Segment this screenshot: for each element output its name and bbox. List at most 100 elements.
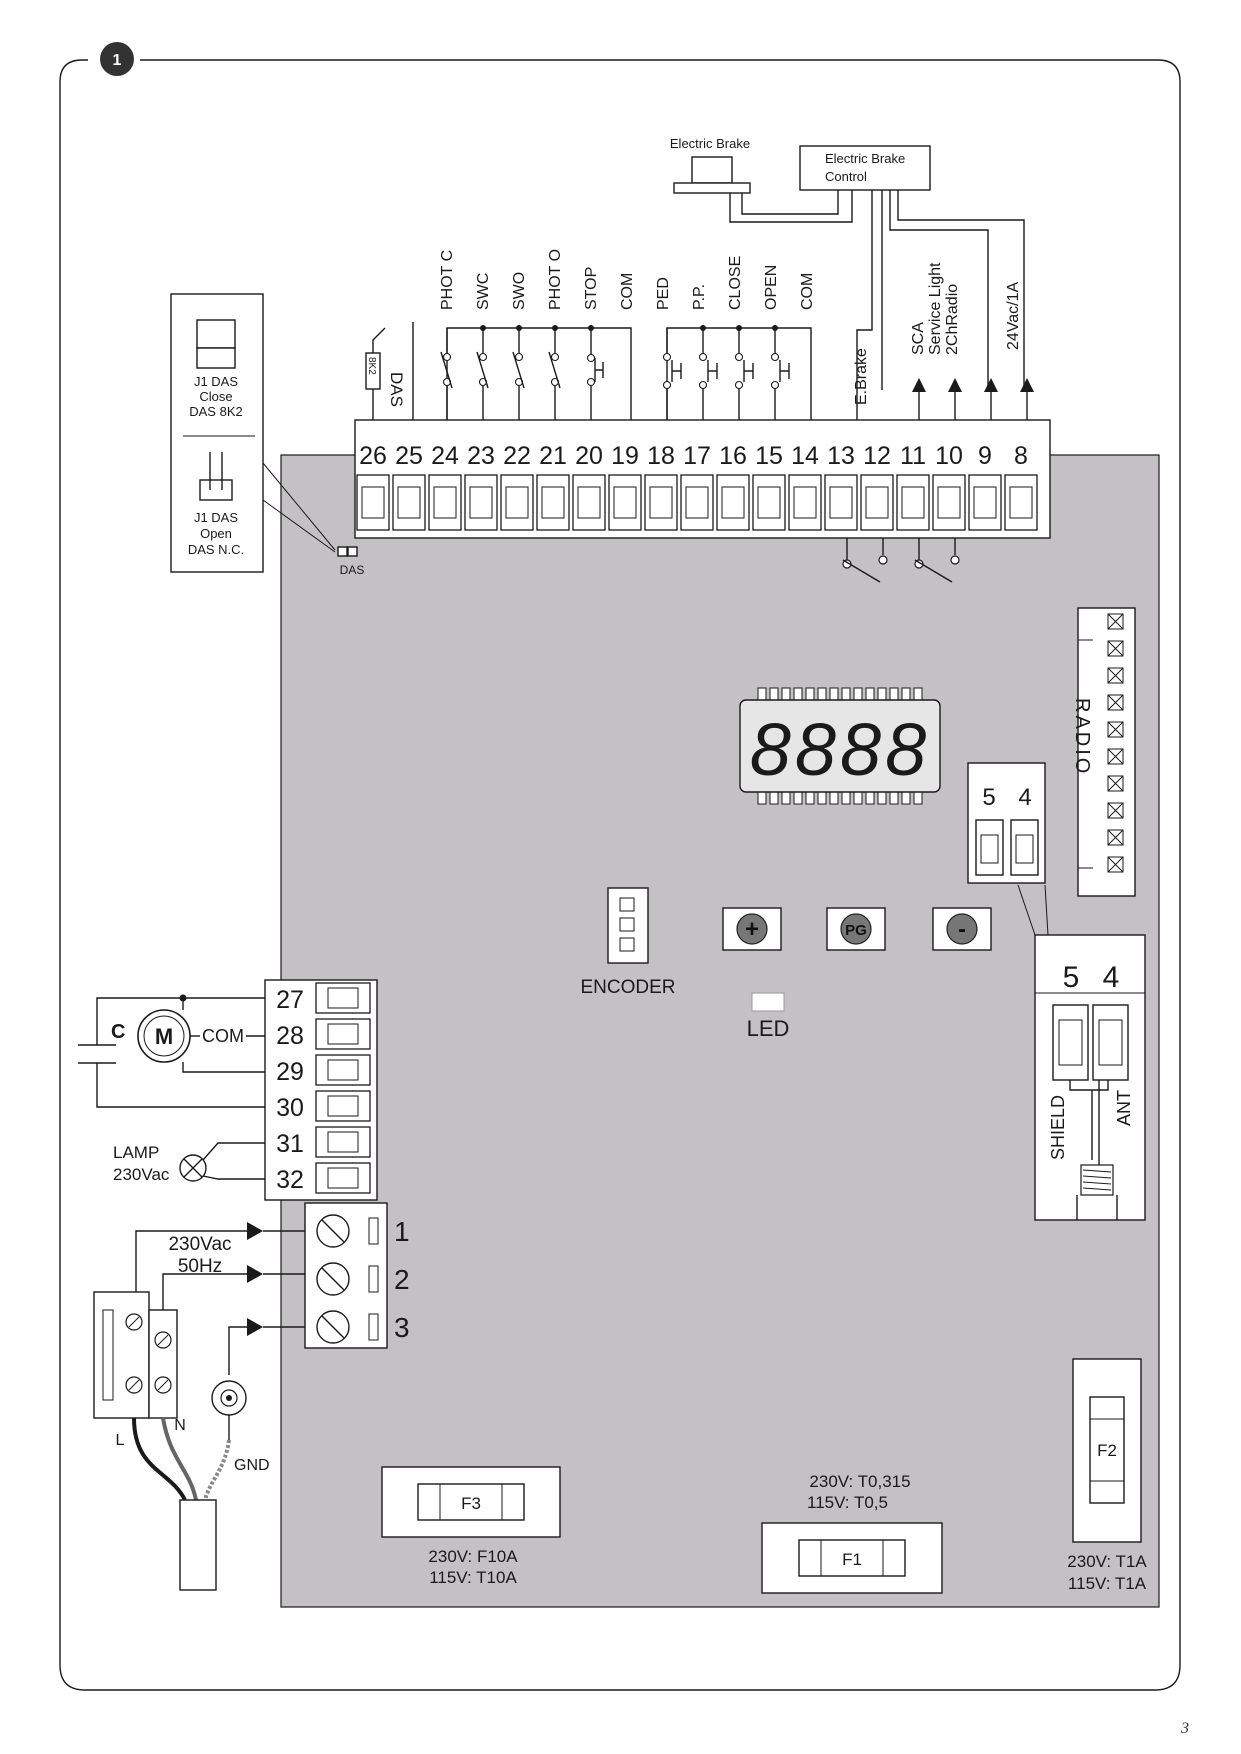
label-24vac: 24Vac/1A — [1005, 281, 1022, 350]
display-pin — [889, 791, 899, 805]
radio-pin-cross — [1107, 721, 1124, 738]
radio-pin-group — [1078, 613, 1124, 873]
antenna-pin-4-small: 4 — [1018, 784, 1031, 811]
motor-terminal-number: 31 — [276, 1130, 304, 1158]
display-pin — [901, 791, 911, 805]
label-swo: SWO — [511, 272, 528, 310]
motor-terminal-slot[interactable] — [315, 1090, 371, 1122]
top-terminal-number: 12 — [863, 442, 891, 470]
fuse-f3[interactable]: F3 — [381, 1466, 561, 1538]
jumper-callout: J1 DAS Close DAS 8K2 J1 DAS Open DAS N.C… — [170, 293, 264, 573]
motor-terminal-screw — [327, 1023, 359, 1045]
radio-pin-cross — [1107, 829, 1124, 846]
radio-connector[interactable]: RADIO — [1071, 607, 1136, 897]
fuse-f2-label: F2 — [1097, 1441, 1117, 1460]
mains-n-label: N — [174, 1417, 186, 1434]
jumper-open-line2: Open — [200, 526, 232, 541]
motor-terminal-screw — [327, 1131, 359, 1153]
display-pin — [769, 687, 779, 701]
motor-terminal-slot[interactable] — [315, 982, 371, 1014]
top-terminal-screw — [505, 486, 529, 519]
top-terminal-number: 17 — [683, 442, 711, 470]
label-com-1: COM — [619, 273, 636, 310]
pg-button[interactable]: PG — [826, 907, 886, 951]
display-pin — [829, 687, 839, 701]
power-terminal-number: 3 — [394, 1312, 410, 1343]
fuse-f3-label: F3 — [461, 1494, 481, 1513]
contact-terminal — [586, 353, 596, 363]
power-terminal-pin — [368, 1313, 379, 1341]
label-swc: SWC — [475, 273, 492, 310]
screw-slot — [321, 1267, 345, 1291]
top-terminal-screw — [721, 486, 745, 519]
top-terminal-number: 14 — [791, 442, 819, 470]
display-pin — [865, 687, 875, 701]
label-phot-c: PHOT C — [439, 250, 456, 310]
top-terminal-number: 10 — [935, 442, 963, 470]
power-terminal-pin — [368, 1217, 379, 1245]
display-pin — [853, 687, 863, 701]
digital-display: 8888 — [739, 687, 941, 805]
pg-button-label: PG — [845, 922, 867, 939]
antenna-connector-small[interactable]: 5 4 — [967, 762, 1046, 884]
das-resistor-label: 8K2 — [366, 357, 377, 375]
label-sca: SCA — [910, 322, 927, 355]
motor-terminal-screw — [327, 987, 359, 1009]
minus-button[interactable]: - — [932, 907, 992, 951]
antenna-pin-5-big: 5 — [1063, 961, 1080, 994]
radio-label: RADIO — [1071, 698, 1093, 776]
top-terminal-screw — [865, 486, 889, 519]
contact-terminal — [734, 352, 744, 362]
top-terminal-number: 13 — [827, 442, 855, 470]
nc-contact-blade — [512, 351, 525, 389]
electric-brake-label: Electric Brake — [670, 136, 750, 151]
label-stop: STOP — [583, 267, 600, 310]
screw-slot — [321, 1315, 345, 1339]
capacitor-label: C — [111, 1021, 125, 1043]
radio-pin-cross — [1107, 667, 1124, 684]
contact-terminal — [770, 352, 780, 362]
figure-frame — [60, 60, 88, 1690]
antenna-pin-5-small: 5 — [982, 784, 995, 811]
power-terminal-pin — [368, 1265, 379, 1293]
electric-brake-control-box: Electric Brake Control — [799, 145, 931, 191]
top-terminal-screw — [829, 486, 853, 519]
display-pin — [829, 791, 839, 805]
label-phot-o: PHOT O — [547, 249, 564, 310]
top-terminal-screw — [757, 486, 781, 519]
jumper-close-line2: Close — [199, 389, 232, 404]
electric-brake-control-label-1: Electric Brake — [825, 151, 905, 166]
top-terminal-number: 24 — [431, 442, 459, 470]
electric-brake-device: Electric Brake — [670, 136, 751, 194]
display-pin — [817, 687, 827, 701]
led-label: LED — [747, 1016, 790, 1041]
fuse-f3-rating-2: 115V: T10A — [429, 1568, 517, 1587]
top-terminal-number: 9 — [978, 442, 992, 470]
label-open: OPEN — [763, 265, 780, 310]
power-voltage-label: 230Vac — [168, 1234, 231, 1255]
display-pin — [841, 687, 851, 701]
plus-button[interactable]: + — [722, 907, 782, 951]
lamp-label-2: 230Vac — [113, 1165, 170, 1184]
power-terminal-block: 123 — [304, 1202, 410, 1349]
top-terminal-screw — [433, 486, 457, 519]
fuse-f2[interactable]: F2 — [1072, 1358, 1142, 1543]
top-terminal-screw — [973, 486, 997, 519]
mains-cable-sheath — [179, 1499, 217, 1591]
display-pin — [817, 791, 827, 805]
display-pin — [805, 687, 815, 701]
nc-contact-blade — [440, 351, 453, 389]
top-terminal-screw — [361, 486, 385, 519]
display-pin — [757, 791, 767, 805]
radio-pin-cross — [1107, 802, 1124, 819]
contact-terminal — [662, 380, 672, 390]
fuse-f1[interactable]: F1 — [761, 1522, 943, 1594]
display-pin — [781, 791, 791, 805]
antenna-callout: 5 4 SHIELD ANT — [1034, 934, 1146, 1221]
encoder-connector[interactable]: ENCODER — [580, 887, 676, 998]
figure-frame-border — [59, 59, 1181, 1691]
no-button-symbol — [671, 360, 682, 382]
stop-button-symbol — [594, 358, 604, 382]
